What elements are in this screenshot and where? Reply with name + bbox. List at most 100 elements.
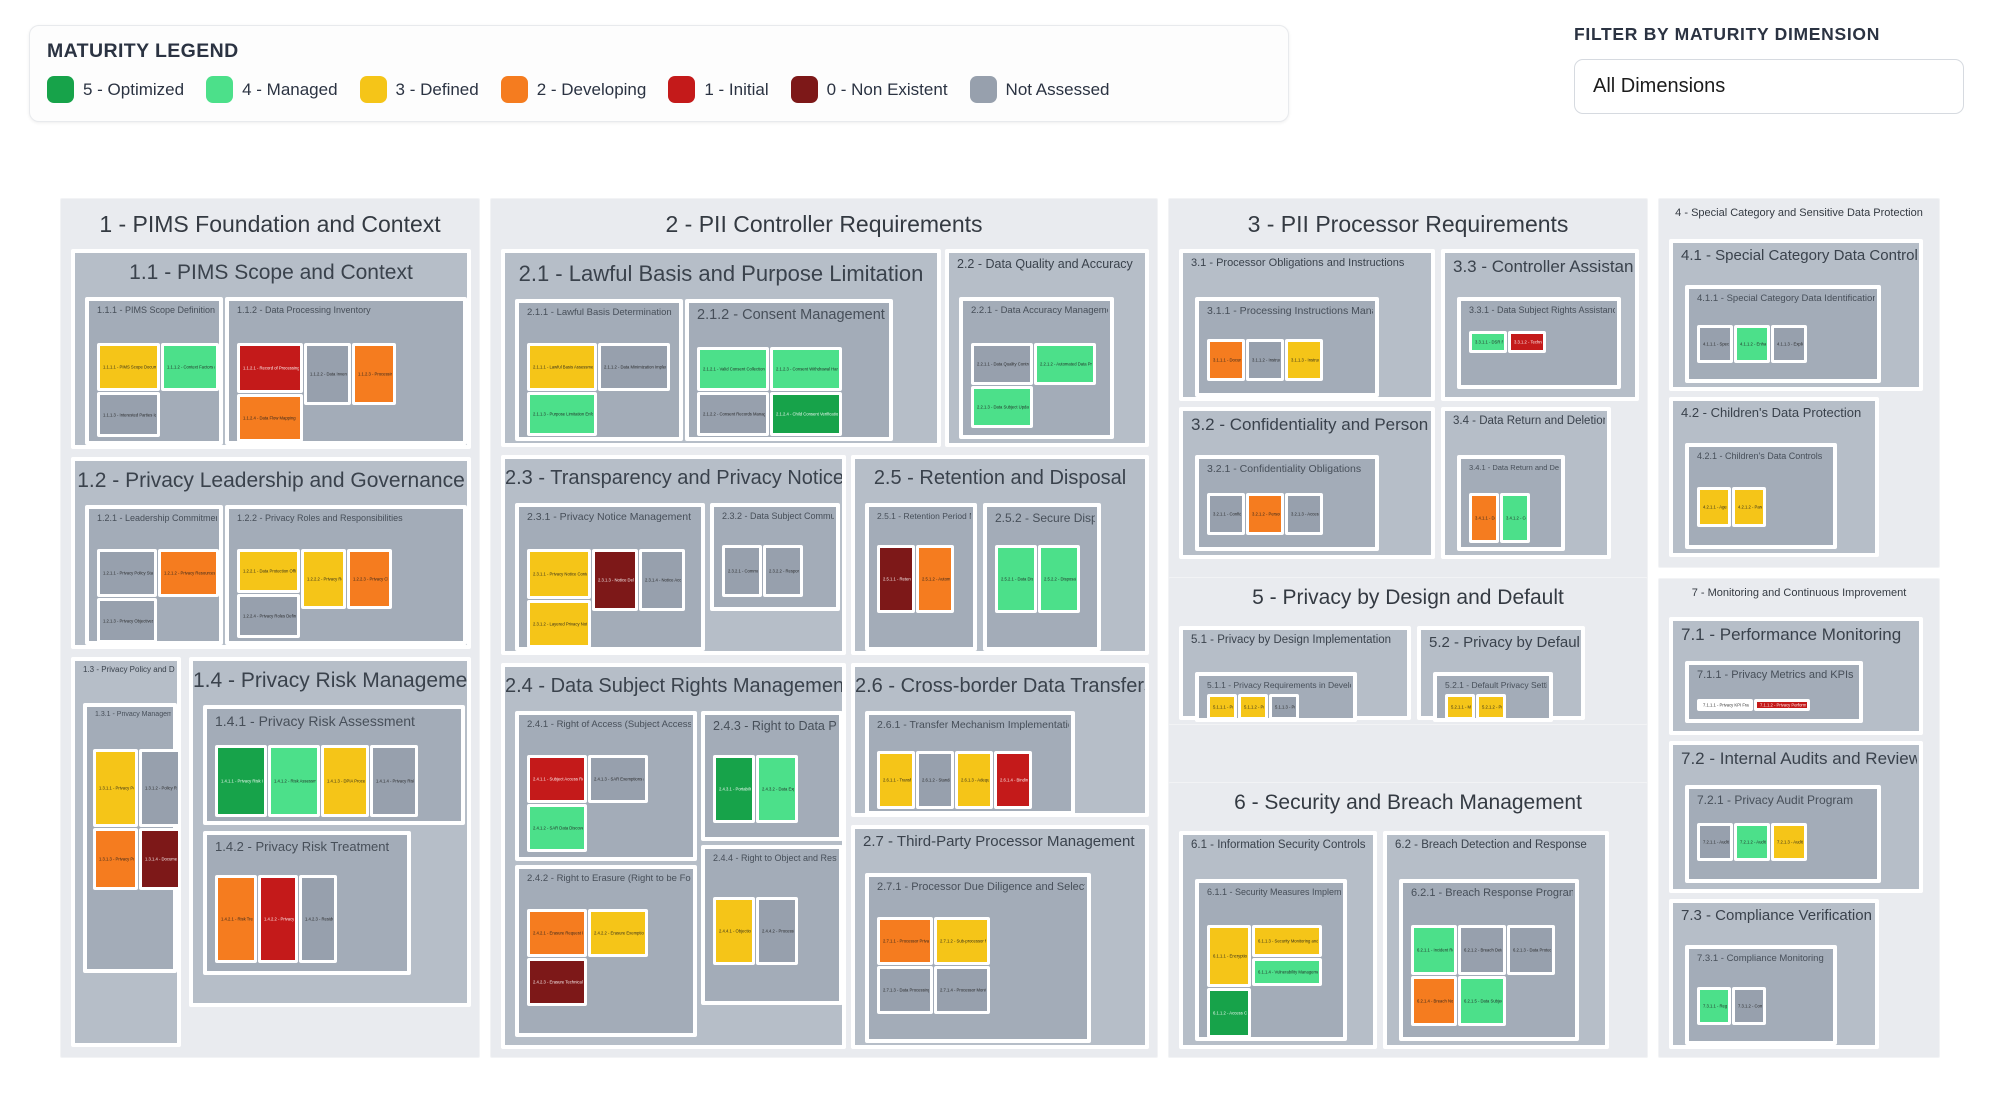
treemap-leaf[interactable]: 1.4.1.3 - DPIA Process Implementation: [321, 745, 369, 817]
treemap-leaf[interactable]: 2.3.1.2 - Layered Privacy Notices: [527, 600, 591, 648]
treemap-leaf[interactable]: 6.2.1.3 - Data Protection Authority Noti…: [1507, 925, 1555, 975]
treemap-leaf[interactable]: 1.2.2.2 - Privacy Resource Allocation: [301, 549, 346, 609]
treemap-leaf[interactable]: 1.2.1.3 - Privacy Objectives and Targets: [97, 598, 157, 643]
treemap-group[interactable]: 2.4.1 - Right of Access (Subject Access …: [515, 711, 697, 861]
treemap-leaf[interactable]: 2.5.2.2 - Disposal Verification: [1038, 545, 1080, 613]
treemap-leaf[interactable]: 3.3.1.2 - Technical Assistance Provision: [1508, 331, 1546, 353]
treemap-group[interactable]: 3.1.1 - Processing Instructions Manageme…: [1195, 297, 1379, 397]
treemap-leaf[interactable]: 4.2.1.2 - Parental Consent Management: [1732, 487, 1766, 527]
treemap-leaf[interactable]: 2.1.2.4 - Child Consent Verification: [770, 392, 842, 436]
treemap-leaf[interactable]: 1.1.2.3 - Processing Purpose Documentati…: [352, 343, 396, 405]
treemap-leaf[interactable]: 6.1.1.4 - Vulnerability Management: [1252, 958, 1322, 986]
treemap-leaf[interactable]: 5.1.1.3 - Privacy Architecture Review: [1269, 694, 1299, 720]
treemap-leaf[interactable]: 4.1.1.2 - Enhanced Protection Measures: [1734, 325, 1770, 363]
treemap-leaf[interactable]: 2.7.1.2 - Sub-processor Management: [934, 917, 990, 965]
treemap-leaf[interactable]: 2.4.1.1 - Subject Access Request Process: [527, 755, 587, 803]
treemap-leaf[interactable]: 3.4.1.2 - Certified Data Deletion: [1500, 493, 1530, 543]
treemap-leaf[interactable]: 6.2.1.1 - Incident Response Plan: [1411, 925, 1457, 975]
treemap-leaf[interactable]: 3.2.1.3 - Access Authorization Controls: [1285, 493, 1323, 535]
treemap-leaf[interactable]: 2.3.1.1 - Privacy Notice Content: [527, 549, 591, 599]
treemap-leaf[interactable]: 1.2.1.1 - Privacy Policy Statement: [97, 549, 157, 597]
treemap-leaf[interactable]: 3.3.1.1 - DSR Request Forwarding: [1469, 331, 1507, 353]
treemap-leaf[interactable]: 2.5.1.2 - Automated Retention Enforcemen…: [916, 545, 954, 613]
treemap-leaf[interactable]: 1.4.1.1 - Privacy Risk Identification: [215, 745, 267, 817]
treemap-leaf[interactable]: 6.2.1.2 - Breach Detection Capabilities: [1458, 925, 1506, 975]
treemap-leaf[interactable]: 1.4.2.2 - Privacy Controls Selection: [258, 875, 298, 963]
treemap-panel[interactable]: 4 - Special Category and Sensitive Data …: [1658, 198, 1940, 568]
treemap-group[interactable]: 2.4.2 - Right to Erasure (Right to be Fo…: [515, 865, 697, 1037]
treemap-panel[interactable]: 7 - Monitoring and Continuous Improvemen…: [1658, 578, 1940, 1058]
treemap-leaf[interactable]: 2.3.1.4 - Notice Accessibility: [639, 549, 685, 611]
treemap-leaf[interactable]: 1.1.1.1 - PIMS Scope Documentation: [97, 343, 160, 391]
treemap-leaf[interactable]: 1.1.2.4 - Data Flow Mapping: [237, 394, 303, 442]
treemap-leaf[interactable]: 1.3.1.2 - Policy Review and Updates: [139, 749, 181, 827]
treemap-leaf[interactable]: 5.1.1.1 - Privacy by Design Methodology: [1207, 694, 1237, 720]
treemap-leaf[interactable]: 4.2.1.1 - Age Verification Mechanisms: [1697, 487, 1731, 527]
treemap-leaf[interactable]: 1.1.1.2 - Context Factors and Boundaries: [161, 343, 219, 391]
treemap-leaf[interactable]: 2.4.1.3 - SAR Exemptions and Restriction…: [588, 755, 648, 803]
treemap-leaf[interactable]: 2.5.1.1 - Retention Schedule Definition: [877, 545, 915, 613]
treemap-group[interactable]: 2.5.1 - Retention Period Management2.5.1…: [865, 503, 977, 651]
treemap-leaf[interactable]: 2.4.1.2 - SAR Data Discovery and Retriev…: [527, 804, 587, 852]
treemap-leaf[interactable]: 2.5.2.1 - Data Disposal Procedures: [995, 545, 1037, 613]
treemap-leaf[interactable]: 1.4.1.4 - Privacy Risk Register: [370, 745, 418, 817]
treemap-group[interactable]: 3.4.1 - Data Return and Deletion Process…: [1457, 455, 1565, 551]
treemap-leaf[interactable]: 7.1.1.1 - Privacy KPI Framework: [1697, 699, 1753, 711]
treemap-group[interactable]: 1.2.2 - Privacy Roles and Responsibiliti…: [225, 505, 467, 645]
legend-item[interactable]: 3 - Defined: [359, 76, 479, 103]
treemap-subpanel[interactable]: 3.1 - Processor Obligations and Instruct…: [1179, 249, 1435, 401]
legend-item[interactable]: 0 - Non Existent: [790, 76, 948, 103]
treemap-leaf[interactable]: 2.2.1.1 - Data Quality Controls: [971, 343, 1033, 385]
treemap-leaf[interactable]: 7.2.1.3 - Audit Findings Management: [1771, 823, 1807, 861]
treemap-leaf[interactable]: 2.1.2.1 - Valid Consent Collection: [697, 347, 769, 391]
maturity-dimension-select[interactable]: All Dimensions: [1574, 59, 1964, 114]
treemap-leaf[interactable]: 2.7.1.3 - Data Processing Agreements (DP…: [877, 966, 933, 1014]
legend-item[interactable]: 5 - Optimized: [47, 76, 184, 103]
treemap-leaf[interactable]: 2.6.1.4 - Binding Corporate Rules: [994, 751, 1032, 809]
treemap-leaf[interactable]: 3.1.1.3 - Instruction Deviation Handling: [1285, 339, 1323, 381]
treemap-leaf[interactable]: 7.1.1.2 - Privacy Performance Dashboards: [1754, 699, 1810, 711]
treemap-leaf[interactable]: 2.1.2.3 - Consent Withdrawal Handling: [770, 347, 842, 391]
treemap-group[interactable]: 2.4.4 - Right to Object and Restrict Pro…: [701, 845, 843, 1005]
treemap-group[interactable]: 4.1.1 - Special Category Data Identifica…: [1685, 285, 1881, 383]
treemap-group[interactable]: 2.6.1 - Transfer Mechanism Implementatio…: [865, 711, 1075, 815]
treemap-leaf[interactable]: 3.2.1.2 - Personnel Privacy Training: [1246, 493, 1284, 535]
treemap-leaf[interactable]: 2.3.2.1 - Communication Channels: [722, 545, 762, 597]
treemap-leaf[interactable]: 2.1.1.2 - Data Minimization Implementati…: [598, 343, 670, 391]
treemap-leaf[interactable]: 1.4.2.1 - Risk Treatment Planning: [215, 875, 257, 963]
treemap-leaf[interactable]: 6.1.1.2 - Access Control Management: [1207, 988, 1251, 1038]
treemap-group[interactable]: 5.2.1 - Default Privacy Settings5.2.1.1 …: [1433, 672, 1553, 722]
treemap-group[interactable]: 2.3.2 - Data Subject Communication2.3.2.…: [710, 503, 840, 611]
treemap-leaf[interactable]: 7.3.1.2 - Compliance Gap Analysis: [1732, 987, 1766, 1025]
treemap-subpanel[interactable]: 2.1 - Lawful Basis and Purpose Limitatio…: [501, 249, 941, 447]
treemap-leaf[interactable]: 2.4.3.1 - Portability Assessment: [713, 755, 755, 823]
treemap-leaf[interactable]: 2.4.4.2 - Processing Restriction Control…: [756, 897, 798, 965]
treemap-leaf[interactable]: 2.6.1.3 - Adequacy Decision Monitoring: [955, 751, 993, 809]
treemap-leaf[interactable]: 6.2.1.5 - Data Subject Breach Notificati…: [1458, 976, 1506, 1026]
treemap-leaf[interactable]: 1.2.1.2 - Privacy Resources and Budget: [158, 549, 219, 597]
